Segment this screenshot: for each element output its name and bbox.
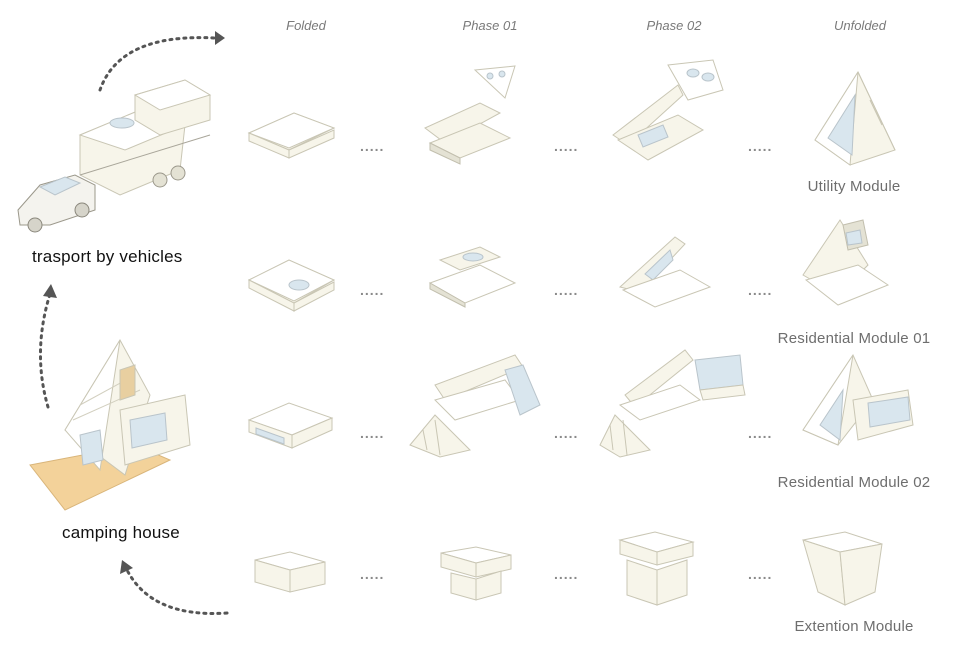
separator: ..... xyxy=(360,566,385,582)
separator: ..... xyxy=(748,566,773,582)
extension-phase01-icon xyxy=(440,546,512,601)
arrow-camping-to-vehicle xyxy=(38,284,57,409)
separator: ..... xyxy=(748,138,773,154)
transport-label: trasport by vehicles xyxy=(32,247,183,266)
utility-phase01-icon xyxy=(424,65,516,165)
module-label-extension: Extention Module xyxy=(794,618,914,635)
separator: ..... xyxy=(554,425,579,441)
utility-unfolded-icon xyxy=(814,70,896,166)
phase-header-folded: Folded xyxy=(286,18,326,33)
extension-folded-icon xyxy=(254,551,326,593)
residential02-folded-icon xyxy=(247,402,334,449)
camping-label: camping house xyxy=(62,523,180,542)
camping-house-illustration xyxy=(29,339,191,511)
utility-folded-icon xyxy=(247,112,336,159)
residential02-phase01-icon xyxy=(409,354,541,458)
separator: ..... xyxy=(554,282,579,298)
residential01-phase01-icon xyxy=(428,246,517,308)
vehicle-transport-illustration xyxy=(17,79,212,233)
module-label-residential-01: Residential Module 01 xyxy=(777,330,931,347)
residential01-unfolded-icon xyxy=(802,219,890,306)
separator: ..... xyxy=(554,138,579,154)
arrow-extension-to-camping xyxy=(120,560,229,615)
arrow-to-folded xyxy=(98,31,225,92)
utility-phase02-icon xyxy=(612,59,724,161)
phase-header-unfolded: Unfolded xyxy=(833,18,887,33)
separator: ..... xyxy=(748,425,773,441)
extension-unfolded-icon xyxy=(802,531,883,606)
separator: ..... xyxy=(360,282,385,298)
module-label-utility: Utility Module xyxy=(807,178,901,195)
residential01-phase02-icon xyxy=(618,236,712,308)
separator: ..... xyxy=(360,425,385,441)
module-label-residential-02: Residential Module 02 xyxy=(777,474,931,491)
residential01-folded-icon xyxy=(247,259,336,312)
separator: ..... xyxy=(554,566,579,582)
separator: ..... xyxy=(748,282,773,298)
phase-header-phase-01: Phase 01 xyxy=(462,18,518,33)
residential02-unfolded-icon xyxy=(802,353,914,446)
phase-header-phase-02: Phase 02 xyxy=(646,18,702,33)
separator: ..... xyxy=(360,138,385,154)
extension-phase02-icon xyxy=(618,531,695,606)
residential02-phase02-icon xyxy=(599,349,746,458)
